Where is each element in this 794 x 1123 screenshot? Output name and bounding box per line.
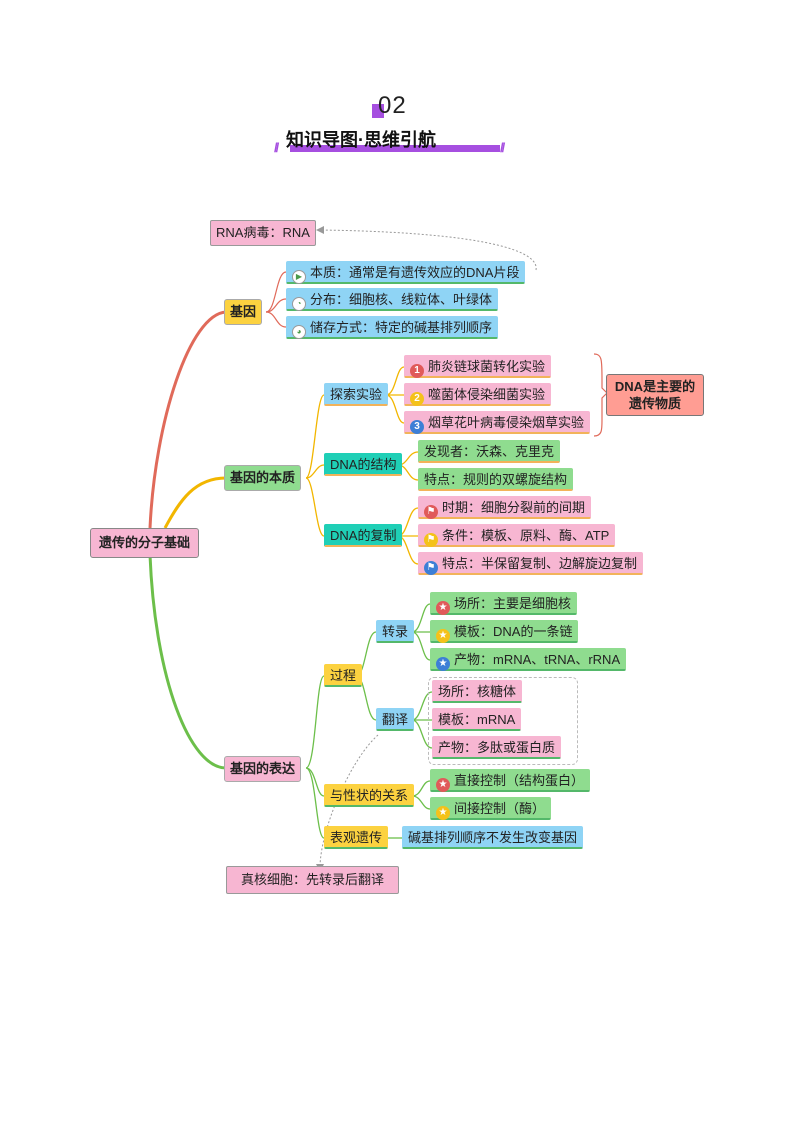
flag-yellow-icon: ⚑ [424, 533, 438, 547]
progress-quarter-icon: ▶ [292, 270, 306, 284]
root-node[interactable]: 遗传的分子基础 [90, 528, 200, 558]
header-underline-bar [290, 145, 500, 152]
flag-blue-icon: ⚑ [424, 561, 438, 575]
branch-line-essence [163, 476, 227, 529]
gene-expression-node[interactable]: 基因的表达 [224, 756, 302, 782]
eukaryote-note[interactable]: 真核细胞：先转录后翻译 [226, 866, 400, 894]
flag-red-icon: ⚑ [424, 505, 438, 519]
trait-relation-node[interactable]: 与性状的关系 [324, 784, 415, 807]
header-slash-right: // [500, 140, 505, 155]
transcription-template-item[interactable]: ★模板：DNA的一条链 [430, 620, 579, 643]
structure-feature-item[interactable]: 特点：规则的双螺旋结构 [418, 468, 574, 491]
section-number: 02 [378, 92, 407, 119]
gene-essence-item[interactable]: ▶本质：通常是有遗传效应的DNA片段 [286, 261, 526, 284]
branch-line-gene [148, 310, 227, 529]
replication-condition-item[interactable]: ⚑条件：模板、原料、酶、ATP [418, 524, 616, 547]
progress-half-icon: ◔ [292, 297, 306, 311]
gene-essence-node[interactable]: 基因的本质 [224, 465, 302, 491]
transcription-product-item[interactable]: ★产物：mRNA、tRNA、rRNA [430, 648, 627, 671]
translation-product-item[interactable]: 产物：多肽或蛋白质 [432, 736, 562, 759]
structure-discoverer-item[interactable]: 发现者：沃森、克里克 [418, 440, 561, 463]
dna-replication-node[interactable]: DNA的复制 [324, 524, 403, 547]
header-slash-left: // [274, 140, 279, 155]
indirect-control-item[interactable]: ★间接控制（酶） [430, 797, 552, 820]
gene-storage-item[interactable]: ◕储存方式：特定的碱基排列顺序 [286, 316, 499, 339]
replication-period-item[interactable]: ⚑时期：细胞分裂前的间期 [418, 496, 592, 519]
header-accent-square [372, 104, 384, 118]
page-title: 知识导图·思维引航 [286, 130, 436, 150]
translation-template-item[interactable]: 模板：mRNA [432, 708, 522, 731]
epigenetics-item[interactable]: 碱基排列顺序不发生改变基因 [402, 826, 584, 849]
branch-line-expression [148, 554, 227, 770]
star-yellow-icon: ★ [436, 806, 450, 820]
epigenetics-node[interactable]: 表观遗传 [324, 826, 389, 849]
translation-group-box [428, 677, 578, 765]
number-3-icon: 3 [410, 420, 424, 434]
direct-control-item[interactable]: ★直接控制（结构蛋白） [430, 769, 591, 792]
replication-feature-item[interactable]: ⚑特点：半保留复制、边解旋边复制 [418, 552, 644, 575]
process-node[interactable]: 过程 [324, 664, 363, 687]
translation-site-item[interactable]: 场所：核糖体 [432, 680, 523, 703]
number-1-icon: 1 [410, 364, 424, 378]
star-blue-icon: ★ [436, 657, 450, 671]
gene-distribution-item[interactable]: ◔分布：细胞核、线粒体、叶绿体 [286, 288, 499, 311]
transcription-site-item[interactable]: ★场所：主要是细胞核 [430, 592, 578, 615]
star-red-icon: ★ [436, 778, 450, 792]
star-red-icon: ★ [436, 601, 450, 615]
number-2-icon: 2 [410, 392, 424, 406]
gene-node[interactable]: 基因 [224, 299, 263, 325]
rna-virus-note[interactable]: RNA病毒：RNA [210, 220, 316, 246]
translation-node[interactable]: 翻译 [376, 708, 415, 731]
dna-structure-node[interactable]: DNA的结构 [324, 453, 403, 476]
progress-three-quarter-icon: ◕ [292, 325, 306, 339]
transcription-node[interactable]: 转录 [376, 620, 415, 643]
explore-experiments-node[interactable]: 探索实验 [324, 383, 389, 406]
conclusion-node[interactable]: DNA是主要的遗传物质 [606, 374, 704, 416]
star-yellow-icon: ★ [436, 629, 450, 643]
